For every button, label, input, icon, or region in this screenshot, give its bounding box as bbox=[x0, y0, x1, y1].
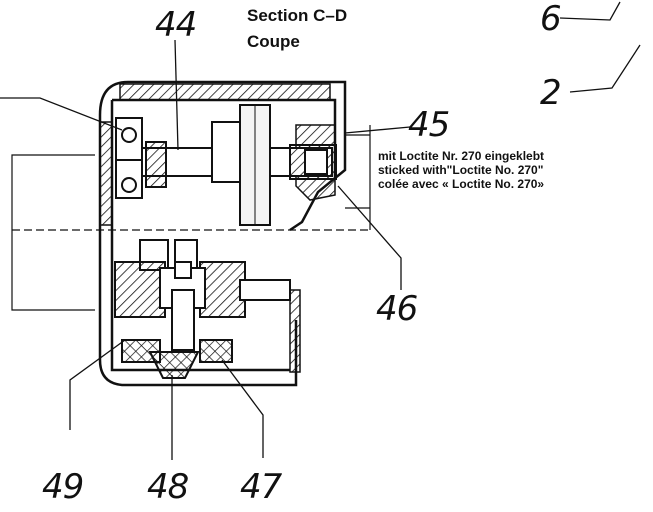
callout-45: 45 bbox=[408, 105, 450, 145]
callout-49: 49 bbox=[42, 467, 84, 507]
callout-46: 46 bbox=[376, 289, 418, 329]
shaft bbox=[141, 104, 337, 226]
callout-48: 48 bbox=[147, 467, 189, 507]
callout-44: 44 bbox=[155, 5, 197, 45]
adhesive-note: mit Loctite Nr. 270 eingeklebt sticked w… bbox=[378, 149, 544, 191]
section-subtitle: Coupe bbox=[247, 32, 300, 51]
reference-frame bbox=[11, 125, 371, 311]
housing-hatching bbox=[99, 83, 336, 373]
lower-gear-assembly bbox=[114, 239, 291, 351]
callout-6: 6 bbox=[540, 0, 562, 39]
adhesive-note-french: colée avec « Loctite No. 270» bbox=[378, 177, 545, 191]
bearing-left bbox=[115, 117, 143, 199]
adhesive-note-german: mit Loctite Nr. 270 eingeklebt bbox=[378, 149, 545, 163]
seal-parts bbox=[121, 339, 233, 379]
adhesive-note-english: sticked with"Loctite No. 270" bbox=[378, 163, 544, 177]
callout-47: 47 bbox=[240, 467, 282, 507]
leader-lines bbox=[0, 1, 641, 460]
section-title: Section C–D bbox=[247, 6, 348, 25]
callout-2: 2 bbox=[540, 73, 562, 113]
